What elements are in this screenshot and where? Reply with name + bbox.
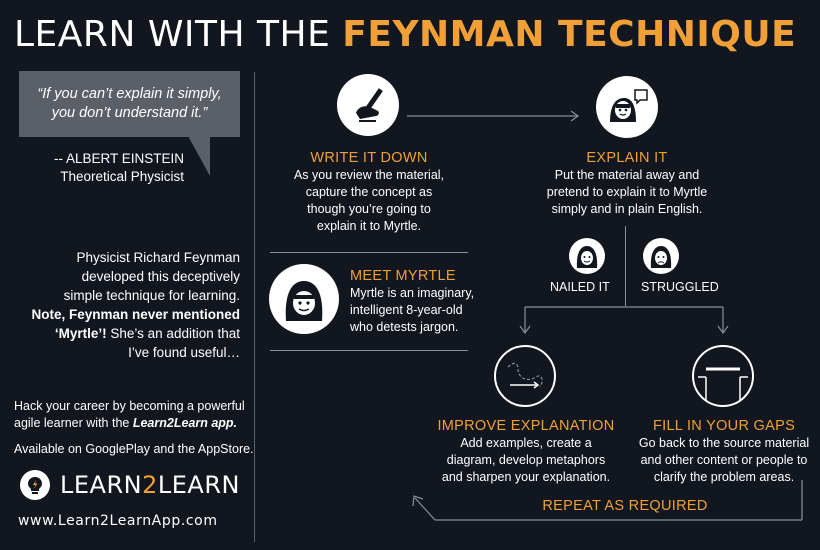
- step-explain-title: EXPLAIN IT: [586, 150, 668, 166]
- title-highlight: FEYNMAN TECHNIQUE: [342, 14, 797, 55]
- quote-line2: you don’t understand it.”: [51, 105, 208, 121]
- step-write-line: though you’re going to: [307, 202, 431, 216]
- step-improve-title: IMPROVE EXPLANATION: [437, 418, 615, 434]
- column-divider: [254, 72, 255, 542]
- step-explain-line: simply and in plain English.: [551, 202, 703, 216]
- lightbulb-icon: [20, 470, 50, 500]
- brand-learn: LEARN: [60, 471, 143, 499]
- gap-bridge-icon: [692, 345, 754, 407]
- repeat-label: REPEAT AS REQUIRED: [542, 498, 708, 514]
- nailed-it-label: NAILED IT: [550, 280, 610, 294]
- arrow-write-to-explain: [407, 110, 580, 122]
- availability-text: Available on GooglePlay and the AppStore…: [14, 442, 254, 456]
- step-explain-body: Put the material away and pretend to exp…: [531, 167, 723, 218]
- page-title: LEARN WITH THE FEYNMAN TECHNIQUE: [14, 14, 796, 55]
- brand-name: LEARN2LEARN: [60, 471, 240, 499]
- attribution-name: -- ALBERT EINSTEIN: [53, 151, 184, 166]
- promo-line: Hack your career by becoming a powerful: [14, 399, 245, 413]
- step-write-title: WRITE IT DOWN: [310, 150, 428, 166]
- step-write-line: capture the concept as: [305, 185, 433, 199]
- quote-box: “If you can’t explain it simply, you don…: [19, 71, 240, 137]
- branch-stem: [625, 226, 626, 306]
- website-link[interactable]: www.Learn2LearnApp.com: [18, 513, 218, 529]
- step-write-line: explain it to Myrtle.: [316, 219, 422, 233]
- speaking-girl-icon: [596, 76, 658, 138]
- step-fill-body: Go back to the source material and other…: [636, 435, 812, 486]
- quote-attribution: -- ALBERT EINSTEIN Theoretical Physicist: [54, 150, 184, 186]
- step-explain-line: pretend to explain it to Myrtle: [546, 185, 708, 199]
- girl-face-icon: [269, 264, 339, 334]
- intro-line: She’s an addition that: [106, 326, 240, 341]
- brand-learn: LEARN: [157, 471, 240, 499]
- step-improve-line: and sharpen your explanation.: [441, 470, 611, 484]
- intro-line: developed this deceptively: [81, 269, 240, 284]
- pen-hand-icon: [337, 74, 399, 136]
- step-fill-title: FILL IN YOUR GAPS: [652, 418, 796, 434]
- struggled-label: STRUGGLED: [641, 280, 719, 294]
- myrtle-body: Myrtle is an imaginary, intelligent 8-ye…: [350, 285, 474, 336]
- step-fill-line: clarify the problem areas.: [653, 470, 795, 484]
- brand-logo[interactable]: LEARN2LEARN: [20, 470, 240, 500]
- intro-line: I’ve found useful…: [128, 345, 240, 360]
- myrtle-bottom-rule: [270, 350, 468, 351]
- intro-line: simple technique for learning.: [63, 288, 240, 303]
- happy-face-icon: [569, 238, 605, 274]
- repeat-arrow: [412, 480, 803, 521]
- attribution-role: Theoretical Physicist: [60, 169, 184, 184]
- quote-line1: “If you can’t explain it simply,: [37, 86, 222, 102]
- myrtle-line: Myrtle is an imaginary,: [350, 286, 475, 300]
- promo-line: agile learner with the: [14, 416, 133, 430]
- sad-face-icon: [643, 238, 679, 274]
- step-write-line: As you review the material,: [293, 168, 445, 182]
- wave-graph-icon: [494, 345, 556, 407]
- intro-bold: Note, Feynman never mentioned: [31, 307, 240, 322]
- step-write-body: As you review the material, capture the …: [287, 167, 451, 235]
- step-fill-line: and other content or people to: [640, 453, 808, 467]
- step-improve-line: diagram, develop metaphors: [446, 453, 606, 467]
- promo-app-name: Learn2Learn app.: [132, 416, 238, 430]
- title-part1: LEARN WITH THE: [14, 14, 343, 55]
- myrtle-line: intelligent 8-year-old: [350, 303, 463, 317]
- brand-two: 2: [142, 471, 158, 499]
- myrtle-top-rule: [270, 252, 468, 253]
- step-explain-line: Put the material away and: [554, 168, 700, 182]
- quote-tail: [188, 136, 210, 176]
- intro-text: Physicist Richard Feynman developed this…: [10, 248, 240, 362]
- step-fill-line: Go back to the source material: [638, 436, 810, 450]
- step-improve-body: Add examples, create a diagram, develop …: [432, 435, 620, 486]
- branch-arrows: [519, 306, 729, 335]
- step-improve-line: Add examples, create a: [460, 436, 592, 450]
- myrtle-title: MEET MYRTLE: [350, 268, 456, 284]
- promo-text: Hack your career by becoming a powerful …: [14, 398, 250, 432]
- intro-bold-myrtle: ‘Myrtle’!: [54, 326, 107, 341]
- myrtle-line: who detests jargon.: [350, 320, 459, 334]
- intro-line: Physicist Richard Feynman: [76, 250, 240, 265]
